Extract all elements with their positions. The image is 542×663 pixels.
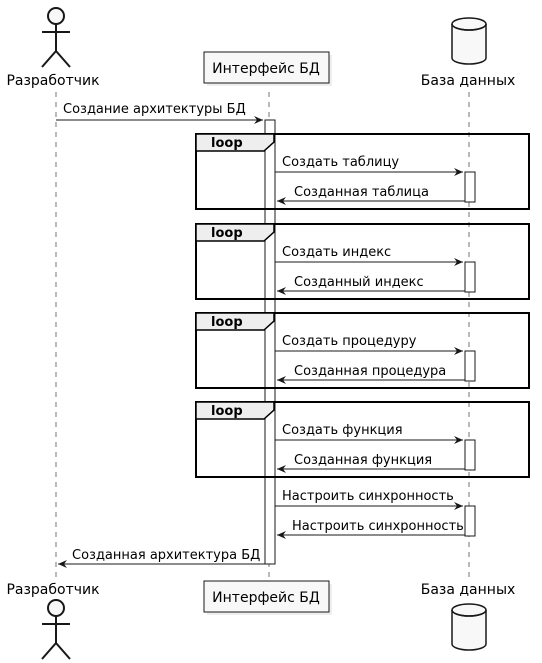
loop-label: loop xyxy=(211,226,243,241)
loop-label: loop xyxy=(211,315,243,330)
svg-text:Созданная таблица: Созданная таблица xyxy=(294,185,429,200)
message-create-arch: Создание архитектуры БД xyxy=(56,102,263,124)
message-created-procedure: Созданная процедура xyxy=(277,364,465,384)
loop-fragment-4: loop xyxy=(195,401,530,478)
message-create-procedure: Создать процедуру xyxy=(275,334,463,355)
message-create-table: Создать таблицу xyxy=(275,155,463,176)
svg-text:Создать процедуру: Создать процедуру xyxy=(282,334,417,349)
actor-figure-top xyxy=(41,7,71,68)
svg-text:Создать индекс: Создать индекс xyxy=(282,245,391,260)
svg-text:Созданная архитектура БД: Созданная архитектура БД xyxy=(72,548,260,563)
message-created-table: Созданная таблица xyxy=(277,185,465,205)
loop-fragment-1: loop xyxy=(195,133,530,210)
message-created-arch: Созданная архитектура БД xyxy=(58,548,265,568)
message-created-function: Созданная функция xyxy=(277,453,465,473)
database-label-bottom: База данных xyxy=(421,582,516,598)
participant-interface-bottom: Интерфейс БД xyxy=(203,580,332,615)
svg-text:Интерфейс БД: Интерфейс БД xyxy=(212,61,320,77)
activation-database-1 xyxy=(464,171,476,203)
activation-interface xyxy=(264,119,276,565)
loop-label: loop xyxy=(211,404,243,419)
activation-database-5 xyxy=(464,505,476,537)
svg-text:Созданный индекс: Созданный индекс xyxy=(294,275,424,290)
activation-database-2 xyxy=(464,261,476,293)
activation-database-4 xyxy=(464,439,476,471)
svg-text:Созданная функция: Созданная функция xyxy=(294,453,432,468)
svg-text:Создание архитектуры БД: Создание архитектуры БД xyxy=(63,102,246,117)
actor-figure-bottom xyxy=(41,599,71,660)
message-setup-sync: Настроить синхронность xyxy=(275,489,463,510)
database-label-top: База данных xyxy=(421,73,516,89)
svg-text:Интерфейс БД: Интерфейс БД xyxy=(212,590,320,606)
message-setup-sync-reply: Настроить синхронность xyxy=(277,519,465,539)
database-icon-top xyxy=(451,17,487,65)
svg-text:Созданная процедура: Созданная процедура xyxy=(294,364,446,379)
actor-label-bottom: Разработчик xyxy=(6,582,99,598)
svg-text:Создать функция: Создать функция xyxy=(282,423,403,438)
message-created-index: Созданный индекс xyxy=(277,275,465,295)
loop-fragment-3: loop xyxy=(195,312,530,389)
activation-database-3 xyxy=(464,350,476,382)
message-create-function: Создать функция xyxy=(275,423,463,444)
actor-label-top: Разработчик xyxy=(6,73,99,89)
loop-label: loop xyxy=(211,136,243,151)
svg-text:Настроить синхронность: Настроить синхронность xyxy=(292,519,464,534)
svg-text:Создать таблицу: Создать таблицу xyxy=(282,155,399,170)
participant-interface-top: Интерфейс БД xyxy=(203,51,332,86)
svg-text:Настроить синхронность: Настроить синхронность xyxy=(282,489,454,504)
message-create-index: Создать индекс xyxy=(275,245,463,266)
loop-fragment-2: loop xyxy=(195,223,530,300)
database-icon-bottom xyxy=(451,603,487,651)
